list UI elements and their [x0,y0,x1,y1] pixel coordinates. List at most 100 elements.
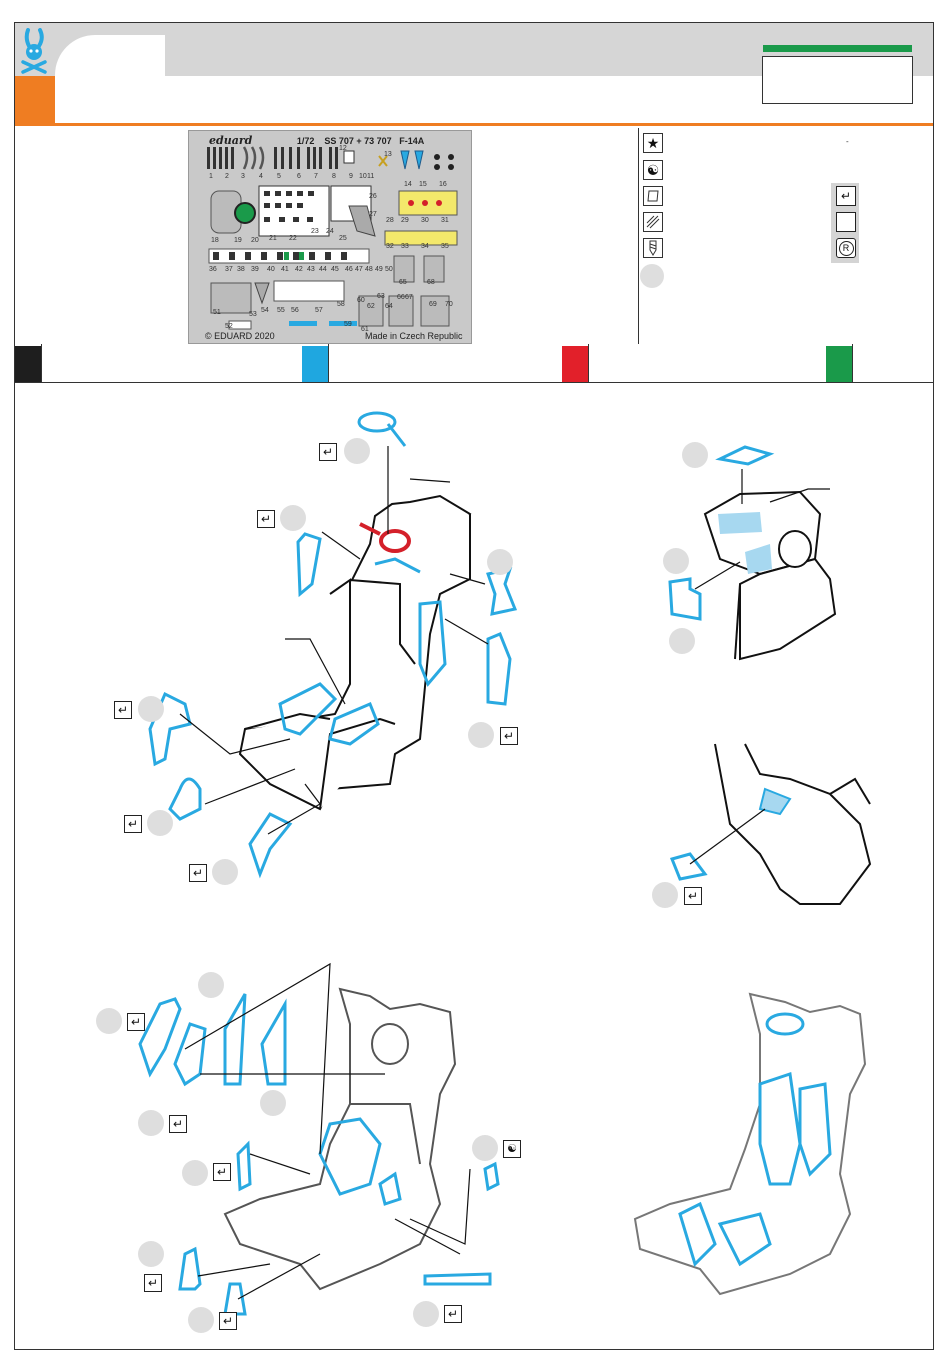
callout-circle [344,438,370,464]
fret-part-number: 26 [369,193,377,200]
callout-circle [198,972,224,998]
legend-dash: - [846,137,849,146]
callout-circle [138,1241,164,1267]
fret-part-number: 50 [385,266,393,273]
callout-circle [96,1008,122,1034]
star-icon: ★ [643,133,663,153]
fret-part-number: 42 [295,266,303,273]
callout-circle [147,810,173,836]
fret-part-number: 40 [267,266,275,273]
fold-icon: ↵ [836,186,856,206]
fold-icon: ↵ [127,1013,145,1031]
fret-parts-drawing [207,146,458,330]
seat-assembly-step1 [238,494,472,811]
blue-parts-step2 [668,445,775,621]
callout-circle [413,1301,439,1327]
fret-part-number: 3 [241,173,245,180]
callout-circle [280,505,306,531]
fret-part-number: 35 [441,243,449,250]
fret-part-number: 55 [277,307,285,314]
fret-part-number: 38 [237,266,245,273]
fret-part-number: 30 [421,217,429,224]
fret-made-in: Made in Czech Republic [365,331,463,341]
fret-part-number: 69 [429,301,437,308]
header-orange-block [15,76,55,126]
fret-part-number: 65 [399,279,407,286]
green-bar [763,45,912,52]
fold-icon: ↵ [169,1115,187,1133]
fret-part-number: 10 [359,173,367,180]
fret-part-number: 45 [331,266,339,273]
header-title-tab [55,35,165,76]
fret-part-number: 27 [369,211,377,218]
fret-scale: 1/72 [296,136,315,146]
fret-part-number: 2 [225,173,229,180]
fret-part-number: 63 [377,293,385,300]
fret-part-number: 54 [261,307,269,314]
fret-part-number: 1 [209,173,213,180]
fret-part-number: 47 [355,266,363,273]
legend-callout [640,264,664,288]
callout-circle [652,882,678,908]
fret-part-number: 28 [386,217,394,224]
fret-part-number: 18 [211,237,219,244]
seat-assembly-step4 [223,987,457,1291]
fret-part-number: 70 [445,301,453,308]
fret-part-number: 14 [404,181,412,188]
yin-yang-icon: ☯ [643,160,663,180]
callout-circle [663,548,689,574]
callout-circle [682,442,708,468]
fold-icon: ↵ [444,1305,462,1323]
fret-part-number: 19 [234,237,242,244]
fret-part-number: 59 [344,321,352,328]
fret-part-number: 8 [332,173,336,180]
fret-part-number: 15 [419,181,427,188]
fold-icon: ↵ [319,443,337,461]
fret-part-number: 56 [291,307,299,314]
fret-part-number: 22 [289,235,297,242]
fret-part-number: 60 [357,297,365,304]
color-swatch-red [562,346,588,382]
callout-circle [669,628,695,654]
fret-part-number: 11 [367,173,375,180]
fret-part-number: 20 [251,237,259,244]
fold-icon: ↵ [213,1163,231,1181]
fold-icon: ↵ [124,815,142,833]
fret-part-number: 52 [225,323,233,330]
fret-part-number: 31 [441,217,449,224]
callout-circle [260,1090,286,1116]
color-swatch-black [15,346,41,382]
fret-part-number: 61 [361,326,369,333]
finished-seat-step5 [633,992,867,1296]
fret-part-number: 44 [319,266,327,273]
fret-part-number: 37 [225,266,233,273]
headrest-step2 [703,490,837,661]
fret-part-number: 32 [386,243,394,250]
fret-part-number: 67 [405,294,413,301]
fret-part-number: 62 [367,303,375,310]
fret-part-number: 48 [365,266,373,273]
fret-part-number: 24 [326,228,334,235]
fret-part-number: 66 [397,294,405,301]
color-swatch-green [826,346,852,382]
fret-copyright: © EDUARD 2020 [205,331,275,341]
assembly-drawings [138,411,872,1316]
fret-part-number: 68 [427,279,435,286]
fret-part-number: 21 [269,235,277,242]
fret-part-number: 13 [384,151,392,158]
fret-part-number: 58 [337,301,345,308]
blank-box-icon [836,212,856,232]
color-swatch-cyan [302,346,328,382]
fret-title: eduard 1/72 SS 707 + 73 707 F-14A [209,134,424,147]
callout-circle [138,696,164,722]
fold-icon: ↵ [684,887,702,905]
callout-circle [472,1135,498,1161]
callout-circle [487,549,513,575]
set-number-box [762,56,913,104]
fret-part-number: 25 [339,235,347,242]
fret-part-number: 64 [385,303,393,310]
fold-icon: ↵ [500,727,518,745]
fret-part-number: 5 [277,173,281,180]
callout-circle [182,1160,208,1186]
fret-part-number: 4 [259,173,263,180]
